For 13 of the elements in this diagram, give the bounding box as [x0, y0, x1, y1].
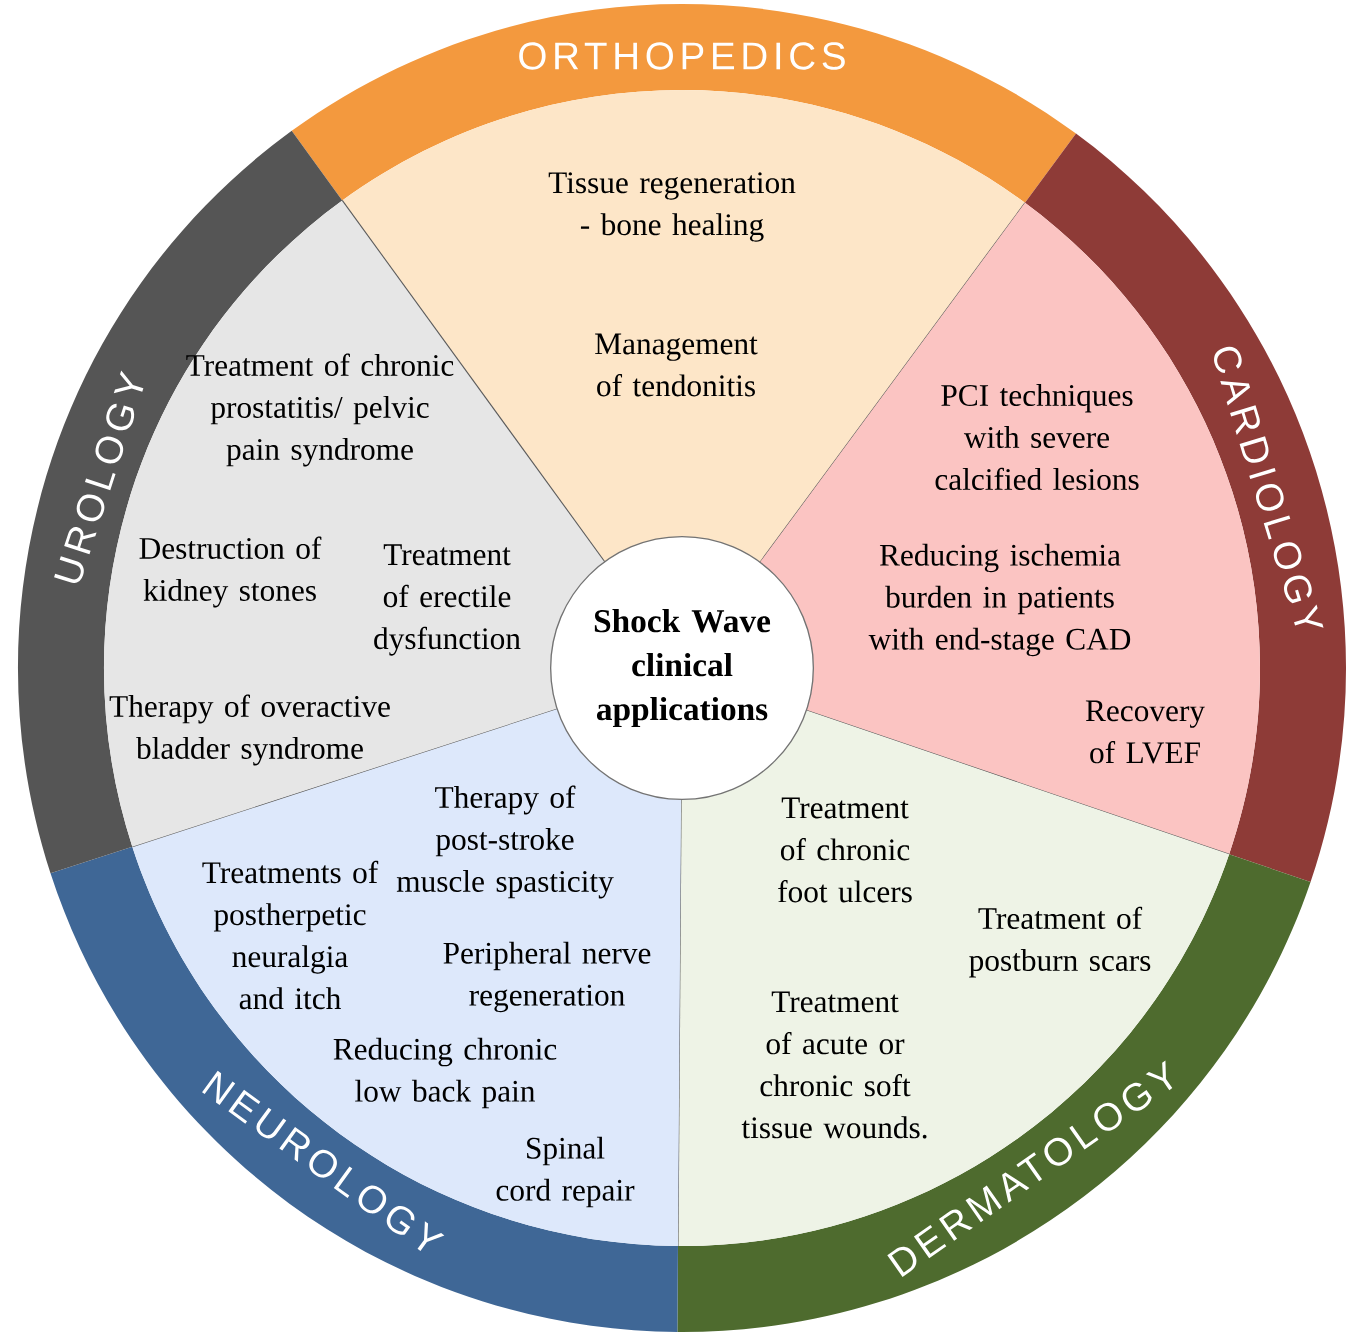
item-text: Reducing ischemia burden in patients with end-stage CAD [868, 543, 1131, 657]
item-text: Spinal cord repair [496, 1136, 635, 1208]
item-text: Treatment of chronic prostatitis/ pelvic pain syndrome [186, 353, 454, 467]
sector-heading: ORTHOPEDICS [519, 42, 845, 70]
item-text: Treatment of erectile dysfunction [374, 544, 521, 656]
item-text: Peripheral nerve regeneration [443, 941, 651, 1013]
item-text: Tissue regeneration - bone healing [548, 172, 796, 242]
item-text: PCI techniques with severe calcified lesions [935, 384, 1139, 491]
item-text: Treatments of postherpetic neuralgia and itch [202, 860, 379, 1010]
item-text: Recovery of LVEF [1085, 700, 1205, 764]
item-text: Treatment of postburn scars [969, 906, 1151, 978]
item-text: Therapy of overactive bladder syndrome [109, 694, 390, 766]
item-text: Management of tendonitis [595, 333, 758, 397]
